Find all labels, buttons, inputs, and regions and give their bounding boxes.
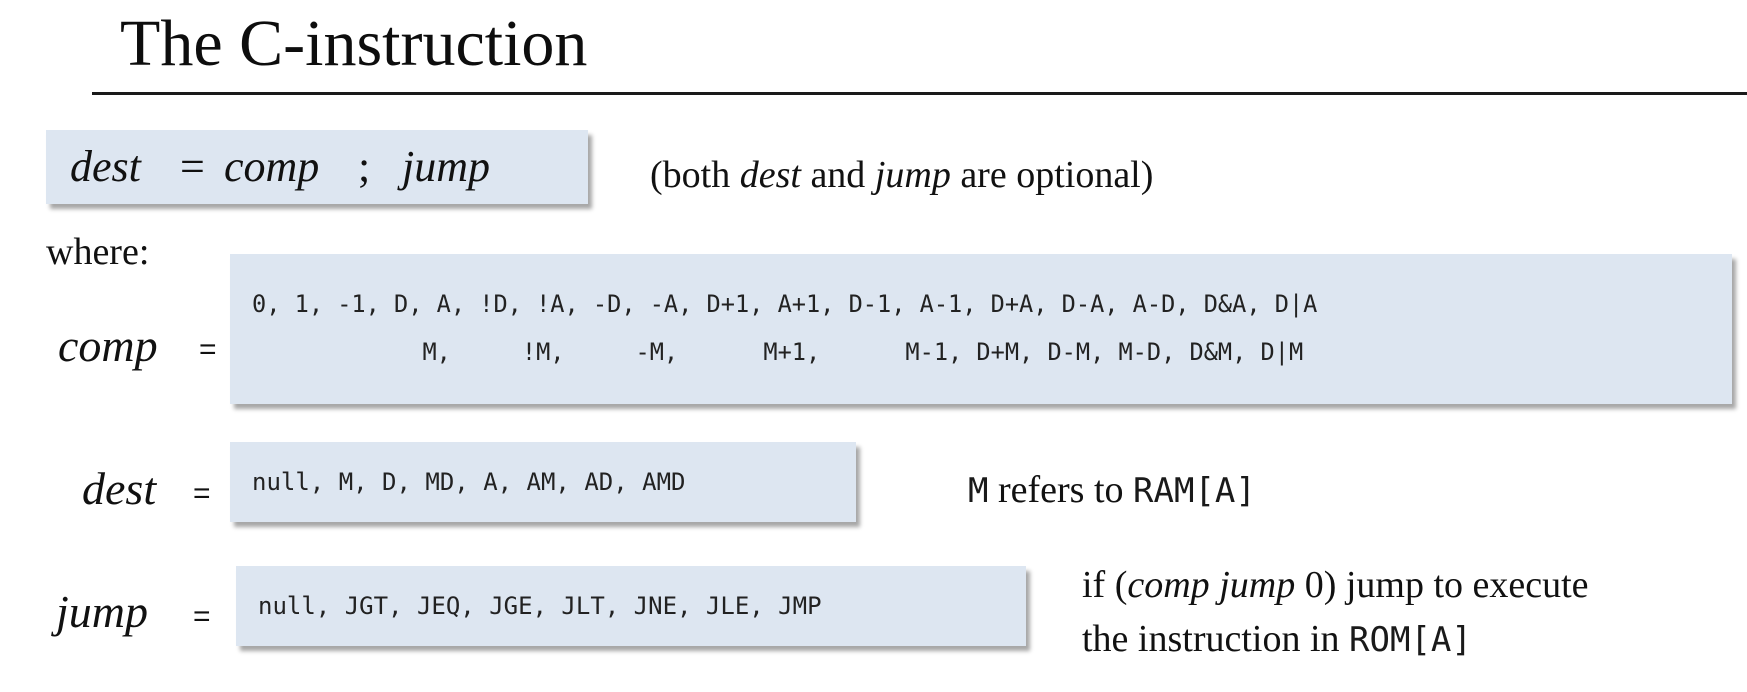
jump-note-line-2: the instruction in ROM[A] (1082, 618, 1472, 660)
syntax-comp: comp (224, 142, 320, 191)
dest-values-box: null, M, D, MD, A, AM, AD, AMD (230, 442, 856, 522)
syntax-equals: = (180, 142, 205, 191)
jump-values: null, JGT, JEQ, JGE, JLT, JNE, JLE, JMP (258, 592, 822, 620)
optional-note: (both dest and jump are optional) (650, 154, 1154, 196)
syntax-jump: jump (402, 142, 490, 191)
comp-values-line-1: 0, 1, -1, D, A, !D, !A, -D, -A, D+1, A+1… (252, 290, 1318, 318)
syntax-semicolon: ; (358, 142, 371, 191)
comp-equals: = (199, 333, 217, 366)
jump-label: jump (56, 586, 148, 637)
dest-equals: = (193, 477, 211, 510)
comp-values-box: 0, 1, -1, D, A, !D, !A, -D, -A, D+1, A+1… (230, 254, 1732, 404)
page-title: The C-instruction (120, 7, 588, 80)
jump-note-line-1: if (comp jump 0) jump to execute (1082, 564, 1589, 606)
dest-label: dest (82, 463, 157, 514)
comp-label: comp (58, 320, 158, 371)
m-refers-note: M refers to RAM[A] (968, 469, 1256, 511)
syntax-dest: dest (70, 142, 141, 191)
syntax-box: dest = comp ; jump (46, 130, 588, 204)
title-divider (92, 92, 1747, 95)
dest-values: null, M, D, MD, A, AM, AD, AMD (252, 468, 686, 496)
comp-values-line-2: M, !M, -M, M+1, M-1, D+M, D-M, M-D, D&M,… (252, 338, 1304, 366)
jump-values-box: null, JGT, JEQ, JGE, JLT, JNE, JLE, JMP (236, 566, 1026, 646)
where-label: where: (46, 231, 150, 273)
jump-equals: = (193, 600, 211, 633)
